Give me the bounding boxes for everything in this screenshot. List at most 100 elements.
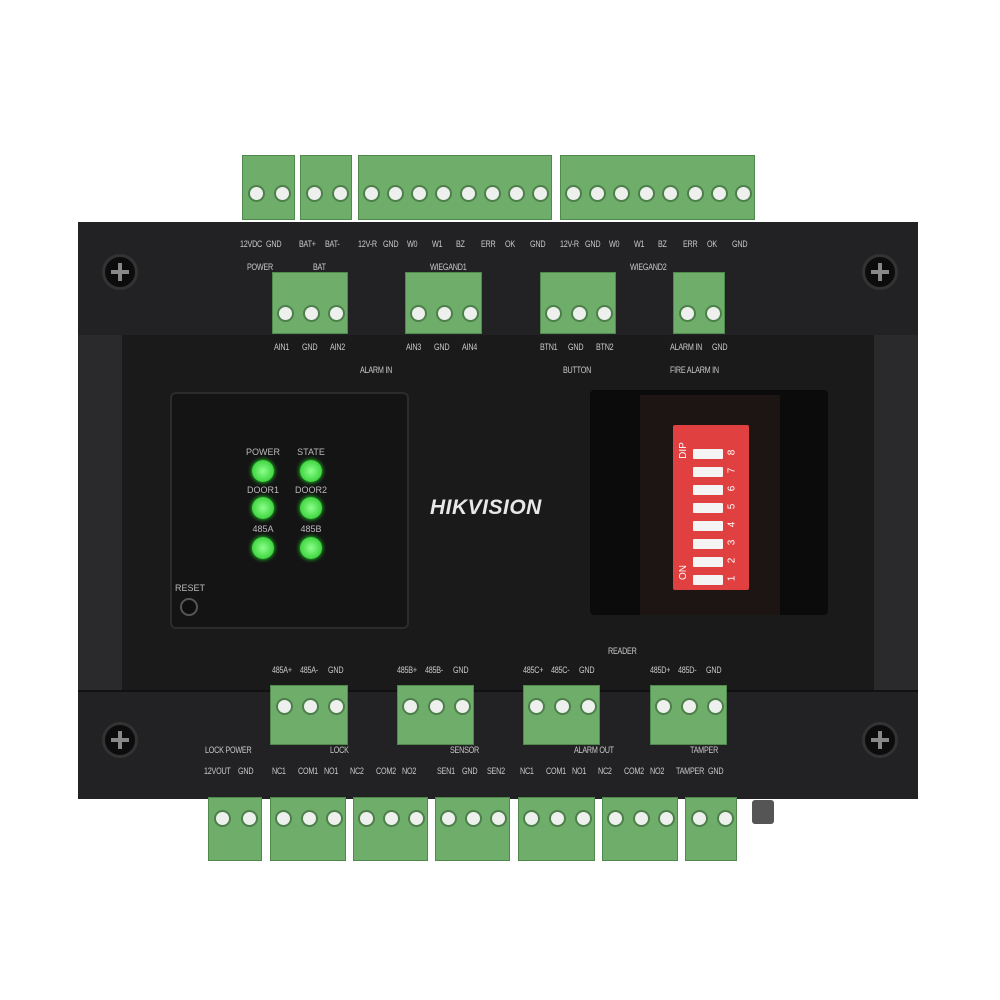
dip-switch-toggle[interactable] (693, 449, 723, 459)
group-label: ALARM OUT (574, 745, 614, 755)
reset-button[interactable] (180, 598, 198, 616)
dip-switch-toggle[interactable] (693, 575, 723, 585)
terminal-screw-icon[interactable] (657, 810, 675, 827)
terminal-screw-icon[interactable] (440, 810, 457, 827)
terminal-screw-icon[interactable] (607, 810, 625, 827)
group-label: BUTTON (563, 365, 592, 375)
terminal-label: TAMPER (676, 766, 705, 776)
terminal-screw-icon[interactable] (564, 185, 582, 202)
terminal-screw-icon[interactable] (275, 810, 293, 827)
terminal-block[interactable] (560, 155, 755, 220)
terminal-block[interactable] (358, 155, 552, 220)
dip-switch-toggle[interactable] (693, 467, 723, 477)
terminal-screw-icon[interactable] (275, 698, 293, 715)
terminal-block[interactable] (540, 272, 616, 334)
dip-switch-toggle[interactable] (693, 557, 723, 567)
terminal-block[interactable] (405, 272, 482, 334)
terminal-screw-icon[interactable] (570, 305, 588, 322)
terminal-screw-icon[interactable] (678, 305, 696, 322)
terminal-screw-icon[interactable] (686, 185, 704, 202)
terminal-screw-icon[interactable] (214, 810, 231, 827)
terminal-block[interactable] (270, 685, 348, 745)
terminal-screw-icon[interactable] (325, 810, 343, 827)
terminal-screw-icon[interactable] (710, 185, 728, 202)
led-panel (170, 392, 409, 629)
terminal-block[interactable] (242, 155, 295, 220)
terminal-screw-icon[interactable] (435, 185, 453, 202)
terminal-screw-icon[interactable] (362, 185, 380, 202)
terminal-screw-icon[interactable] (483, 185, 501, 202)
terminal-screw-icon[interactable] (589, 185, 607, 202)
dip-switch-toggle[interactable] (693, 503, 723, 513)
dip-label: DIP (677, 442, 689, 459)
terminal-block[interactable] (270, 797, 346, 861)
terminal-screw-icon[interactable] (428, 698, 445, 715)
terminal-screw-icon[interactable] (410, 305, 428, 322)
terminal-screw-icon[interactable] (545, 305, 563, 322)
terminal-block[interactable] (300, 155, 352, 220)
terminal-block[interactable] (518, 797, 595, 861)
terminal-screw-icon[interactable] (461, 305, 479, 322)
terminal-screw-icon[interactable] (662, 185, 680, 202)
terminal-screw-icon[interactable] (690, 810, 708, 827)
dip-switch-toggle[interactable] (693, 521, 723, 531)
terminal-screw-icon[interactable] (241, 810, 258, 827)
terminal-screw-icon[interactable] (453, 698, 471, 715)
terminal-screw-icon[interactable] (706, 698, 724, 715)
terminal-screw-icon[interactable] (459, 185, 477, 202)
terminal-screw-icon[interactable] (632, 810, 650, 827)
terminal-screw-icon[interactable] (383, 810, 400, 827)
terminal-screw-icon[interactable] (358, 810, 375, 827)
group-label: TAMPER (690, 745, 719, 755)
terminal-screw-icon[interactable] (386, 185, 404, 202)
terminal-screw-icon[interactable] (704, 305, 722, 322)
terminal-screw-icon[interactable] (637, 185, 655, 202)
terminal-screw-icon[interactable] (331, 185, 349, 202)
terminal-screw-icon[interactable] (402, 698, 420, 715)
terminal-screw-icon[interactable] (300, 810, 318, 827)
terminal-block[interactable] (272, 272, 348, 334)
terminal-screw-icon[interactable] (681, 698, 698, 715)
terminal-screw-icon[interactable] (436, 305, 453, 322)
dip-switch-toggle[interactable] (693, 539, 723, 549)
terminal-screw-icon[interactable] (554, 698, 571, 715)
terminal-screw-icon[interactable] (716, 810, 734, 827)
terminal-label: NO1 (572, 766, 587, 776)
terminal-label: NO2 (402, 766, 417, 776)
dip-switch-toggle[interactable] (693, 485, 723, 495)
terminal-screw-icon[interactable] (302, 305, 320, 322)
terminal-block[interactable] (673, 272, 725, 334)
terminal-block[interactable] (208, 797, 262, 861)
terminal-screw-icon[interactable] (301, 698, 319, 715)
terminal-block[interactable] (353, 797, 428, 861)
terminal-screw-icon[interactable] (613, 185, 631, 202)
terminal-screw-icon[interactable] (735, 185, 753, 202)
terminal-screw-icon[interactable] (532, 185, 550, 202)
terminal-screw-icon[interactable] (327, 305, 345, 322)
terminal-label: NC2 (350, 766, 364, 776)
terminal-screw-icon[interactable] (508, 185, 526, 202)
terminal-screw-icon[interactable] (327, 698, 345, 715)
terminal-block[interactable] (602, 797, 678, 861)
terminal-screw-icon[interactable] (411, 185, 429, 202)
terminal-screw-icon[interactable] (274, 185, 292, 202)
terminal-block[interactable] (523, 685, 600, 745)
terminal-screw-icon[interactable] (574, 810, 592, 827)
terminal-screw-icon[interactable] (579, 698, 597, 715)
terminal-screw-icon[interactable] (277, 305, 295, 322)
terminal-block[interactable] (397, 685, 474, 745)
terminal-screw-icon[interactable] (523, 810, 541, 827)
terminal-screw-icon[interactable] (465, 810, 482, 827)
terminal-screw-icon[interactable] (247, 185, 265, 202)
terminal-block[interactable] (435, 797, 510, 861)
terminal-screw-icon[interactable] (528, 698, 546, 715)
terminal-screw-icon[interactable] (490, 810, 507, 827)
terminal-screw-icon[interactable] (655, 698, 673, 715)
terminal-block[interactable] (650, 685, 727, 745)
terminal-screw-icon[interactable] (595, 305, 613, 322)
terminal-screw-icon[interactable] (549, 810, 566, 827)
terminal-screw-icon[interactable] (305, 185, 323, 202)
terminal-screw-icon[interactable] (408, 810, 425, 827)
terminal-block[interactable] (685, 797, 737, 861)
